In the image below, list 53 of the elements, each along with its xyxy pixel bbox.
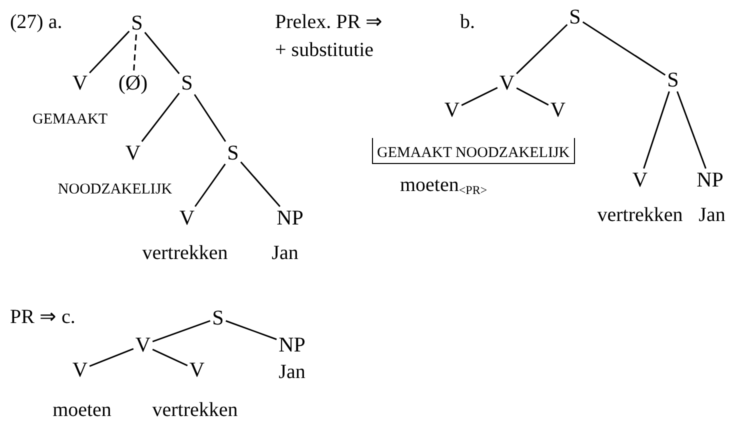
word-label: Jan [698, 205, 726, 225]
tree-branch [89, 348, 134, 367]
tree-branch [516, 87, 549, 106]
tree-branch [152, 320, 210, 342]
tree-branch [152, 348, 188, 366]
text-label: b. [460, 10, 475, 35]
category-label: V [189, 360, 205, 380]
tree-branch [194, 94, 226, 142]
word-label: GEMAAKT [32, 112, 108, 128]
category-label: V [72, 360, 88, 380]
category-label: S [131, 12, 143, 34]
category-label: S [227, 142, 239, 164]
category-label: NP [696, 170, 724, 190]
word-label: Jan [272, 243, 298, 263]
word-label: NOODZAKELIJK [58, 182, 172, 198]
tree-branch [516, 24, 568, 74]
tree-branch [676, 91, 706, 169]
category-label: NP [276, 208, 304, 228]
tree-branch [194, 164, 226, 207]
bracketed-text: GEMAAKT NOODZAKELIJK [372, 138, 575, 164]
text-label: moeten$_{<PR>}$ [400, 173, 488, 198]
category-label: S [569, 6, 581, 28]
tree-branch [461, 87, 498, 106]
category-label: S [181, 72, 193, 94]
tree-branch [643, 91, 670, 169]
text-label: + substitutie [275, 38, 374, 63]
category-label: V [632, 170, 648, 190]
category-label: (Ø) [118, 72, 148, 94]
category-label: V [72, 72, 88, 94]
category-label: V [444, 100, 460, 120]
text-label: PR ⇒ c. [10, 305, 76, 330]
word-label: vertrekken [142, 243, 228, 263]
category-label: V [499, 72, 515, 94]
tree-branch [582, 21, 666, 76]
category-label: S [667, 70, 679, 90]
tree-branch [89, 30, 130, 74]
word-label: moeten [52, 400, 112, 420]
tree-branch [226, 320, 277, 340]
category-label: S [212, 308, 224, 328]
tree-branch [240, 161, 280, 207]
word-label: vertrekken [152, 400, 238, 420]
word-label: Jan [278, 362, 306, 382]
category-label: V [550, 100, 566, 120]
category-label: V [125, 142, 141, 164]
text-label: (27) a. [10, 10, 62, 35]
tree-branch [141, 92, 180, 142]
tree-branch [133, 34, 137, 72]
category-label: NP [278, 334, 306, 356]
text-label: Prelex. PR ⇒ [275, 10, 383, 35]
category-label: V [179, 208, 195, 228]
tree-branch [144, 32, 180, 74]
category-label: V [135, 334, 151, 356]
word-label: vertrekken [597, 205, 683, 225]
